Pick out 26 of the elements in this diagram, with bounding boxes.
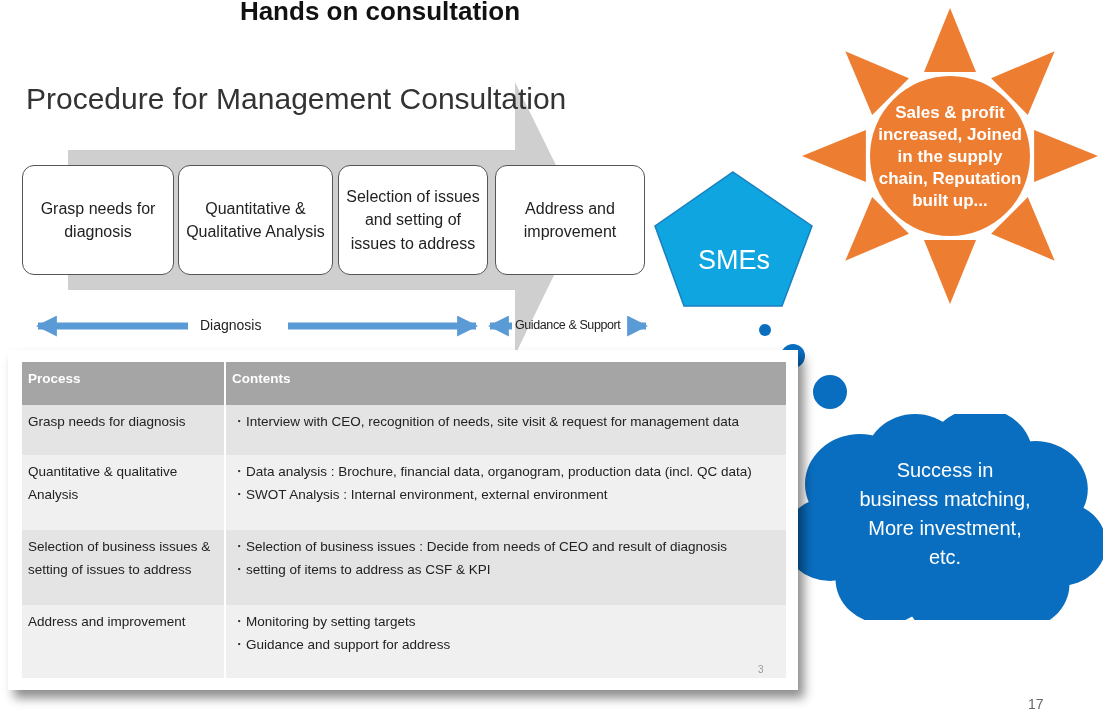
table-cell: Grasp needs for diagnosis (22, 405, 225, 455)
table-cell: ・Interview with CEO, recognition of needs, site visit & request for management data (225, 405, 786, 455)
page-number: 17 (1028, 696, 1044, 712)
shape-label: Success in business matching, More investment, etc. (858, 458, 1032, 570)
process-box: Quantitative & Qualitative Analysis (178, 165, 333, 275)
heading: Procedure for Management Consultation (26, 82, 567, 116)
table-cell: Process (22, 362, 225, 405)
span-label: Diagnosis (200, 317, 262, 333)
table-cell: Address and improvement (22, 605, 225, 678)
bullet-text: ・Monitoring by setting targets (232, 613, 417, 631)
bullet-text: ・Selection of business issues : Decide from needs of CEO and result of diagnosis (232, 538, 728, 556)
process-box: Address and improvement (495, 165, 645, 275)
bullet-text: ・Guidance and support for address (232, 635, 452, 654)
page-number: 3 (758, 664, 764, 675)
span-label: Guidance & Support (515, 318, 621, 332)
table-cell: Contents (225, 362, 786, 405)
slide-title: Hands on consultation (238, 0, 522, 27)
bullet-text: ・SWOT Analysis : Internal environment, external environment (232, 485, 609, 504)
shape-label: Sales & profit increased, Joined in the supply chain, Reputation built up... (877, 101, 1023, 213)
bullet-text: ・Data analysis : Brochure, financial data, organogram, production data (incl. QC data) (232, 463, 753, 481)
process-box: Selection of issues and setting of issues to address (338, 165, 488, 275)
table-cell: Selection of business issues & setting of issues to address (22, 530, 225, 605)
bullet-text: ・setting of items to address as CSF & KPI (232, 560, 492, 579)
table-cell: Quantitative & qualitative Analysis (22, 455, 225, 530)
process-box: Grasp needs for diagnosis (22, 165, 174, 275)
shape-label: SMEs (697, 243, 771, 277)
